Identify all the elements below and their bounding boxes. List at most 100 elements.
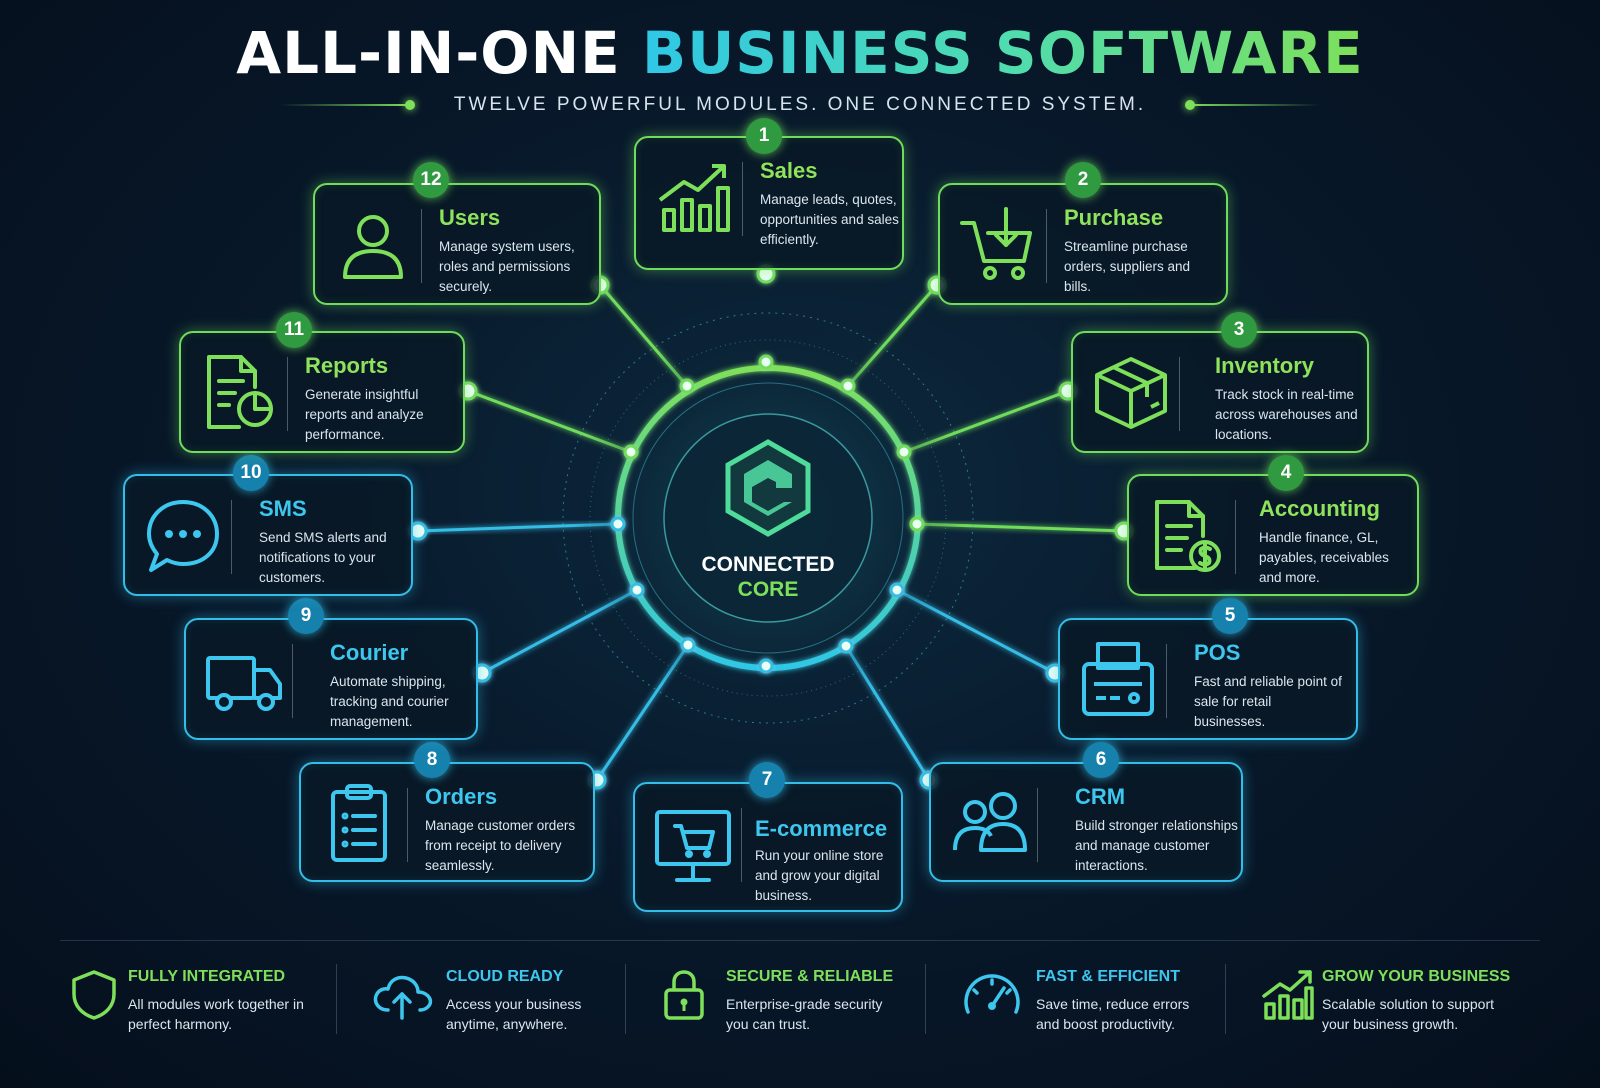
card-divider (421, 209, 422, 283)
module-card-inventory[interactable]: Inventory Track stock in real-time acros… (1071, 331, 1369, 453)
module-badge-9: 9 (288, 598, 324, 634)
module-badge-8: 8 (414, 742, 450, 778)
user-icon (343, 215, 403, 279)
bottom-separator (60, 940, 1540, 941)
feature-divider (925, 964, 926, 1034)
module-card-pos[interactable]: POS Fast and reliable point of sale for … (1058, 618, 1358, 740)
module-desc: Fast and reliable point of sale for reta… (1194, 674, 1342, 729)
ring-node (909, 516, 925, 532)
module-badge-12: 12 (413, 162, 449, 198)
core-inner-ring (632, 382, 904, 654)
module-name: Reports (305, 353, 389, 378)
module-name: Purchase (1064, 205, 1164, 230)
module-desc: Streamline purchase orders, suppliers an… (1064, 239, 1191, 294)
feature-fully-integrated: FULLY INTEGRATED All modules work togeth… (66, 962, 326, 1042)
feature-title: FULLY INTEGRATED (128, 968, 286, 985)
feature-title: CLOUD READY (446, 968, 564, 985)
module-name: CRM (1075, 784, 1126, 809)
feature-divider (336, 964, 337, 1034)
module-card-sms[interactable]: SMS Send SMS alerts and notifications to… (123, 474, 413, 596)
shield-icon (72, 970, 116, 1020)
feature-fast-efficient: FAST & EFFICIENT Save time, reduce error… (960, 962, 1220, 1042)
card-divider (287, 357, 288, 431)
clipboard-list-icon (331, 784, 387, 862)
monitor-cart-icon (655, 810, 731, 882)
module-badge-6: 6 (1083, 742, 1119, 778)
module-name: Accounting (1259, 496, 1380, 521)
subtitle-row: TWELVE POWERFUL MODULES. ONE CONNECTED S… (0, 90, 1600, 120)
module-card-crm[interactable]: CRM Build stronger relationships and man… (929, 762, 1243, 882)
truck-icon (206, 656, 282, 711)
module-card-ecommerce[interactable]: E-commerce Run your online store and gro… (633, 782, 903, 912)
module-card-accounting[interactable]: Accounting Handle finance, GL, payables,… (1127, 474, 1419, 596)
growth-chart-icon (1262, 970, 1314, 1020)
module-card-courier[interactable]: Courier Automate shipping, tracking and … (184, 618, 478, 740)
title-gradient-part: BUSINESS SOFTWARE (641, 19, 1364, 87)
subtitle-dot-left (405, 100, 415, 110)
ring-node (840, 378, 856, 394)
ring-node (838, 638, 854, 654)
module-desc: Build stronger relationships and manage … (1075, 818, 1238, 873)
feature-secure-reliable: SECURE & RELIABLE Enterprise-grade secur… (656, 962, 916, 1042)
feature-cloud-ready: CLOUD READY Access your business anytime… (370, 962, 620, 1042)
module-name: SMS (259, 496, 307, 521)
module-badge-10: 10 (233, 455, 269, 491)
core-logo-icon (725, 439, 811, 537)
ring-node (629, 582, 645, 598)
module-name: Sales (760, 158, 818, 183)
feature-desc: Scalable solution to support your busine… (1322, 996, 1494, 1032)
card-divider (1037, 788, 1038, 862)
card-divider (292, 644, 293, 718)
module-badge-3: 3 (1221, 312, 1257, 348)
module-desc: Automate shipping, tracking and courier … (330, 674, 449, 729)
module-desc: Handle finance, GL, payables, receivable… (1259, 530, 1389, 585)
module-card-purchase[interactable]: Purchase Streamline purchase orders, sup… (938, 183, 1228, 305)
title-white-part: ALL-IN-ONE (236, 19, 621, 87)
module-name: Orders (425, 784, 498, 809)
module-desc: Manage leads, quotes, opportunities and … (760, 192, 899, 247)
page-title: ALL-IN-ONE BUSINESS SOFTWARE (0, 18, 1600, 88)
feature-desc: Enterprise-grade security you can trust. (726, 996, 883, 1032)
module-desc: Run your online store and grow your digi… (755, 848, 884, 903)
card-divider (231, 500, 232, 574)
feature-title: FAST & EFFICIENT (1036, 968, 1180, 985)
module-badge-4: 4 (1268, 455, 1304, 491)
cart-download-icon (960, 207, 1032, 280)
module-badge-11: 11 (276, 312, 312, 348)
core-label: CONNECTED CORE (668, 552, 868, 602)
lock-icon (664, 970, 704, 1020)
core-outer-dots (562, 312, 974, 724)
feature-divider (625, 964, 626, 1034)
box-icon (1095, 357, 1167, 429)
module-card-sales[interactable]: Sales Manage leads, quotes, opportunitie… (634, 136, 904, 270)
ring-node (610, 516, 626, 532)
feature-grow-business: GROW YOUR BUSINESS Scalable solution to … (1260, 962, 1560, 1042)
card-divider (407, 788, 408, 862)
card-divider (1235, 500, 1236, 574)
users-group-icon (953, 792, 1027, 852)
pos-terminal-icon (1082, 642, 1154, 716)
card-divider (1179, 357, 1180, 431)
module-card-reports[interactable]: Reports Generate insightful reports and … (179, 331, 465, 453)
core-mid-dots (589, 339, 947, 697)
ring-node (623, 444, 639, 460)
module-name: POS (1194, 640, 1241, 665)
module-card-users[interactable]: Users Manage system users, roles and per… (313, 183, 601, 305)
ring-node (758, 658, 774, 674)
module-badge-7: 7 (749, 762, 785, 798)
page-subtitle: TWELVE POWERFUL MODULES. ONE CONNECTED S… (453, 94, 1147, 115)
feature-desc: Access your business anytime, anywhere. (446, 996, 582, 1032)
feature-desc: All modules work together in perfect har… (128, 996, 304, 1032)
chart-growth-icon (658, 164, 730, 232)
speedometer-icon (964, 974, 1020, 1014)
feature-desc: Save time, reduce errors and boost produ… (1036, 996, 1190, 1032)
feature-title: SECURE & RELIABLE (726, 968, 894, 985)
module-name: Courier (330, 640, 409, 665)
cloud-upload-icon (373, 975, 433, 1020)
ring-node (679, 378, 695, 394)
core-label-line1: CONNECTED (701, 553, 835, 576)
module-card-orders[interactable]: Orders Manage customer orders from recei… (299, 762, 595, 882)
feature-divider (1225, 964, 1226, 1034)
module-desc: Manage customer orders from receipt to d… (425, 818, 576, 873)
